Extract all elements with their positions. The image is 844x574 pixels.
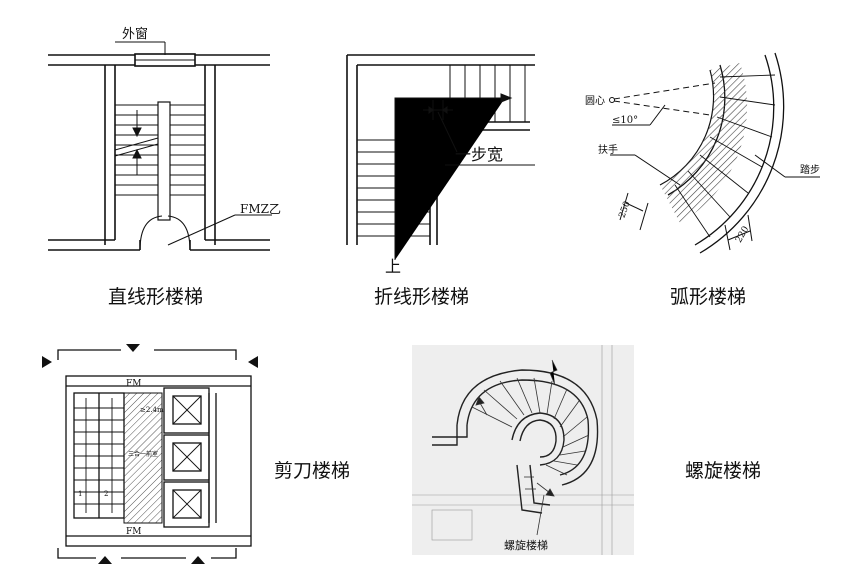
center-point (609, 97, 615, 103)
width-label: ≥2.4m (140, 406, 164, 414)
entrance-marker-left (42, 356, 52, 368)
entrance-marker-bottom-right (191, 556, 205, 564)
dogleg-stair-caption: 折线形楼梯 (374, 286, 470, 308)
dim-220: 220 (734, 225, 751, 245)
spiral-photo-caption: 螺旋楼梯 (504, 538, 548, 552)
scissor-stair-plan: FM FM ≥2.4m 三合一前室 1 2 (36, 338, 266, 570)
up-label: 上 (385, 257, 401, 276)
door-label: FMZ乙 (240, 202, 281, 216)
curved-stair-drawing: 圆心 ≤10° 扶手 踏步 250 220 (585, 52, 820, 254)
straight-stair-drawing: 外窗 FMZ乙 (48, 26, 281, 251)
curved-stair-caption: 弧形楼梯 (670, 286, 747, 308)
entrance-marker-right (248, 356, 258, 368)
dogleg-stair-drawing: 一步宽 上 (346, 54, 535, 276)
scissor-stair-drawing: FM FM ≥2.4m 三合一前室 1 2 (42, 344, 258, 564)
fm-bottom-label: FM (126, 527, 141, 537)
anteroom-hatch (123, 392, 163, 524)
curved-stair-plan: 圆心 ≤10° 扶手 踏步 250 220 (580, 45, 840, 260)
entrance-marker-bottom-left (98, 556, 112, 564)
spiral-stair-drawing: 螺旋楼梯 (412, 345, 634, 555)
anteroom-label: 三合一前室 (128, 450, 158, 458)
straight-stair-caption: 直线形楼梯 (108, 286, 204, 308)
handrail-label: 扶手 (598, 143, 618, 156)
spiral-stair-photo: 螺旋楼梯 (412, 345, 634, 555)
step-1-label: 1 (78, 490, 82, 498)
center-label: 圆心 (585, 95, 605, 107)
dim-250: 250 (618, 200, 633, 220)
angle-label: ≤10° (612, 115, 638, 126)
step-width-label: 一步宽 (455, 145, 503, 164)
step-2-label: 2 (104, 490, 108, 498)
dogleg-stair-treads (357, 65, 535, 260)
entrance-marker-top (126, 344, 140, 352)
dogleg-stair-plan: 一步宽 上 (335, 40, 540, 280)
scissor-stair-caption: 剪刀楼梯 (274, 460, 351, 482)
curved-stair-treads (674, 74, 776, 238)
curved-stair-hatch (660, 63, 748, 223)
fm-top-label: FM (126, 379, 141, 389)
straight-stair-treads (114, 41, 272, 246)
straight-stair-plan: 外窗 FMZ乙 (40, 10, 290, 265)
scissor-stair-treads (74, 395, 202, 519)
spiral-stair-treads (471, 359, 590, 536)
window-label: 外窗 (122, 26, 148, 42)
spiral-stair-caption: 螺旋楼梯 (685, 460, 762, 482)
tread-label: 踏步 (800, 163, 820, 176)
